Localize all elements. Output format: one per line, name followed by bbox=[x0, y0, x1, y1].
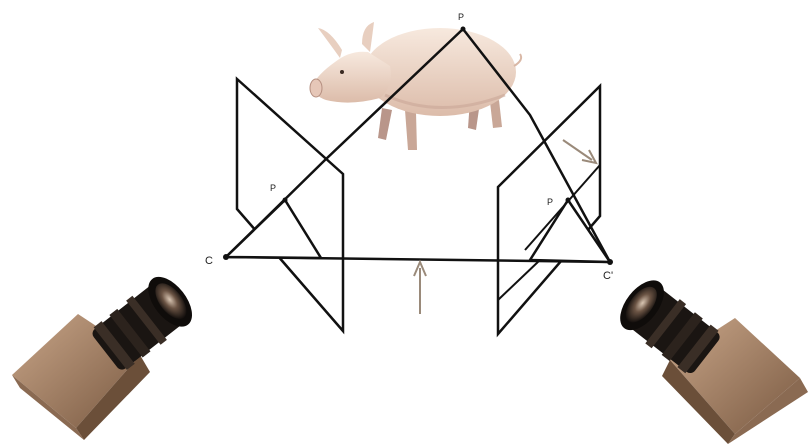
left-point-label: P bbox=[270, 183, 276, 193]
pig-icon bbox=[310, 22, 521, 150]
right-camera-center bbox=[607, 259, 613, 265]
left-image-plane bbox=[237, 79, 343, 331]
right-image-point bbox=[566, 198, 571, 203]
left-center-label: C bbox=[205, 255, 213, 267]
right-point-label: P bbox=[547, 197, 553, 207]
left-image-point bbox=[283, 198, 288, 203]
right-center-label: C' bbox=[603, 270, 613, 282]
camera-icon bbox=[612, 273, 808, 444]
camera-icon bbox=[12, 269, 201, 440]
world-point-label: P bbox=[458, 12, 464, 22]
left-camera-center bbox=[223, 254, 229, 260]
baseline-arrow bbox=[414, 262, 426, 314]
right-image-plane bbox=[498, 86, 600, 334]
world-point bbox=[461, 27, 466, 32]
